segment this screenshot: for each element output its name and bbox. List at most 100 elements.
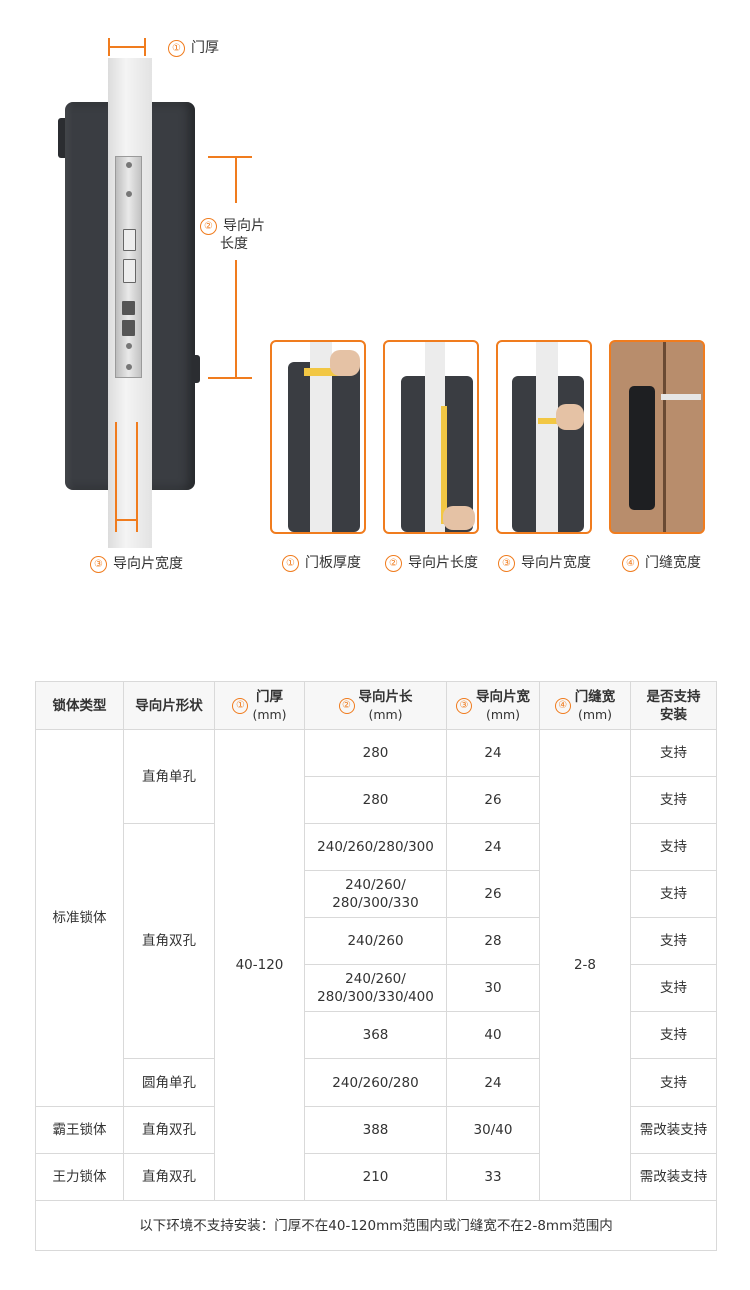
table-row: 直角双孔 240/260/280/300 24 支持	[36, 823, 717, 1059]
photo-door-gap	[609, 340, 705, 534]
cell-width: 40	[446, 1011, 540, 1059]
header-install-support: 是否支持安装	[630, 681, 717, 730]
shape-right-angle-double-wangli: 直角双孔	[123, 1153, 215, 1201]
number-1-icon: ①	[282, 555, 299, 572]
photo-smart-lock	[629, 386, 655, 510]
photo-plate-length	[383, 340, 479, 534]
guide-plate	[115, 156, 142, 378]
deadbolt-hole	[123, 259, 136, 283]
shape-right-angle-single: 直角单孔	[123, 729, 215, 824]
photo-tape-measure	[441, 406, 447, 524]
header-lock-type: 锁体类型	[35, 681, 124, 730]
table-row: 280 26 支持	[36, 776, 717, 824]
latch-hole	[123, 229, 136, 251]
cell-length: 240/260	[304, 917, 447, 965]
bolt-hole-2	[122, 320, 135, 336]
header-door-thickness: ① 门厚(mm)	[214, 681, 305, 730]
table-row: 240/260/280/300/330/400 30 支持	[36, 964, 717, 1012]
number-1-icon: ①	[232, 697, 249, 714]
group-standard-lock: 标准锁体	[35, 729, 124, 1107]
plate-width-line	[115, 519, 138, 521]
plate-screw-upper	[126, 191, 132, 197]
number-4-icon: ④	[554, 697, 571, 714]
cell-length: 280	[304, 729, 447, 777]
cell-width: 26	[446, 870, 540, 918]
door-thickness-line	[108, 46, 146, 48]
number-3-icon: ③	[498, 555, 515, 572]
header-plate-width: ③ 导向片宽(mm)	[446, 681, 540, 730]
cell-length: 210	[304, 1153, 447, 1201]
cell-support: 支持	[630, 1011, 717, 1059]
door-thickness-tick-left	[108, 38, 110, 56]
cell-length: 280	[304, 776, 447, 824]
cell-support: 支持	[630, 823, 717, 871]
cell-support: 需改装支持	[630, 1153, 717, 1201]
photo-tape-measure	[304, 368, 350, 376]
cell-length: 240/260/280/300/330/400	[304, 964, 447, 1012]
plate-length-line-bottom	[235, 260, 237, 378]
plate-screw-lower	[126, 343, 132, 349]
cell-support: 支持	[630, 1058, 717, 1107]
group-bawang-lock: 霸王锁体	[35, 1106, 124, 1154]
number-2-icon: ②	[385, 555, 402, 572]
plate-length-line-top	[235, 157, 237, 203]
cell-width: 26	[446, 776, 540, 824]
shape-right-angle-double-bawang: 直角双孔	[123, 1106, 215, 1154]
photo-door-panel	[425, 342, 445, 532]
table-row: 240/260 28 支持	[36, 917, 717, 965]
lock-handle-knob	[192, 355, 200, 383]
door-gap-range: 2-8	[539, 729, 631, 1201]
group-wangli-lock: 王力锁体	[35, 1153, 124, 1201]
cell-length: 240/260/280	[304, 1058, 447, 1107]
cell-width: 30/40	[446, 1106, 540, 1154]
table-row: 标准锁体 直角单孔 40-120 280 24 2-8 支持	[35, 729, 717, 1201]
door-thickness-tick-right	[144, 38, 146, 56]
table-footer-row: 以下环境不支持安装：门厚不在40-120mm范围内或门缝宽不在2-8mm范围内	[35, 1200, 717, 1251]
photo-door-panel	[536, 342, 558, 532]
cell-width: 24	[446, 729, 540, 777]
photo-tape-measure	[661, 394, 701, 400]
cell-support: 支持	[630, 729, 717, 777]
cell-width: 28	[446, 917, 540, 965]
table-header-row: 锁体类型 导向片形状 ① 门厚(mm) ② 导向片长(mm) ③ 导向片宽(mm…	[35, 681, 717, 730]
plate-screw-top	[126, 162, 132, 168]
plate-width-tick-left	[115, 422, 117, 532]
plate-length-tick-bottom	[208, 377, 252, 379]
cell-length: 240/260/280/300/330	[304, 870, 447, 918]
shape-right-angle-double: 直角双孔	[123, 823, 215, 1059]
header-plate-length: ② 导向片长(mm)	[304, 681, 447, 730]
cell-width: 30	[446, 964, 540, 1012]
table-footer-note: 以下环境不支持安装：门厚不在40-120mm范围内或门缝宽不在2-8mm范围内	[35, 1200, 717, 1251]
cell-width: 33	[446, 1153, 540, 1201]
shape-round-single: 圆角单孔	[123, 1058, 215, 1107]
cell-support: 支持	[630, 870, 717, 918]
cell-width: 24	[446, 1058, 540, 1107]
photo-hand	[556, 404, 584, 430]
cell-width: 24	[446, 823, 540, 871]
number-1-icon: ①	[168, 40, 185, 57]
bolt-hole-1	[122, 301, 135, 315]
photo-hand	[443, 506, 475, 530]
plate-screw-bottom	[126, 364, 132, 370]
door-thickness-range: 40-120	[214, 729, 305, 1201]
photo-door-gap-line	[663, 342, 666, 532]
number-2-icon: ②	[338, 697, 355, 714]
number-3-icon: ③	[90, 556, 107, 573]
compatibility-table: 锁体类型 导向片形状 ① 门厚(mm) ② 导向片长(mm) ③ 导向片宽(mm…	[35, 681, 717, 1251]
cell-length: 240/260/280/300	[304, 823, 447, 871]
photo-hand	[330, 350, 360, 376]
cell-support: 支持	[630, 964, 717, 1012]
photo-plate-width	[496, 340, 592, 534]
header-plate-shape: 导向片形状	[123, 681, 215, 730]
cell-support: 需改装支持	[630, 1106, 717, 1154]
cell-length: 388	[304, 1106, 447, 1154]
photo-door-thickness	[270, 340, 366, 534]
